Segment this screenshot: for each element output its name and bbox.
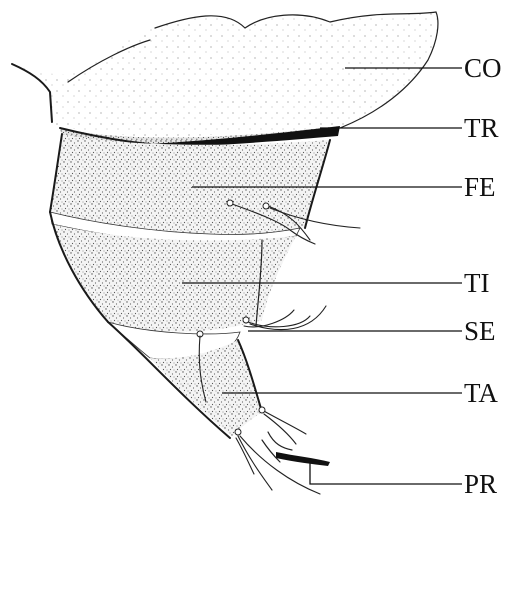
- label-seta: SE: [464, 316, 496, 346]
- label-femur: FE: [464, 172, 496, 202]
- label-tibia: TI: [464, 268, 489, 298]
- label-coxa: CO: [464, 53, 502, 83]
- label-trochanter: TR: [464, 113, 499, 143]
- leader-line-pretarsus: [310, 462, 462, 484]
- label-pretarsus: PR: [464, 469, 497, 499]
- coxa-segment: [12, 12, 438, 138]
- label-tarsus: TA: [464, 378, 498, 408]
